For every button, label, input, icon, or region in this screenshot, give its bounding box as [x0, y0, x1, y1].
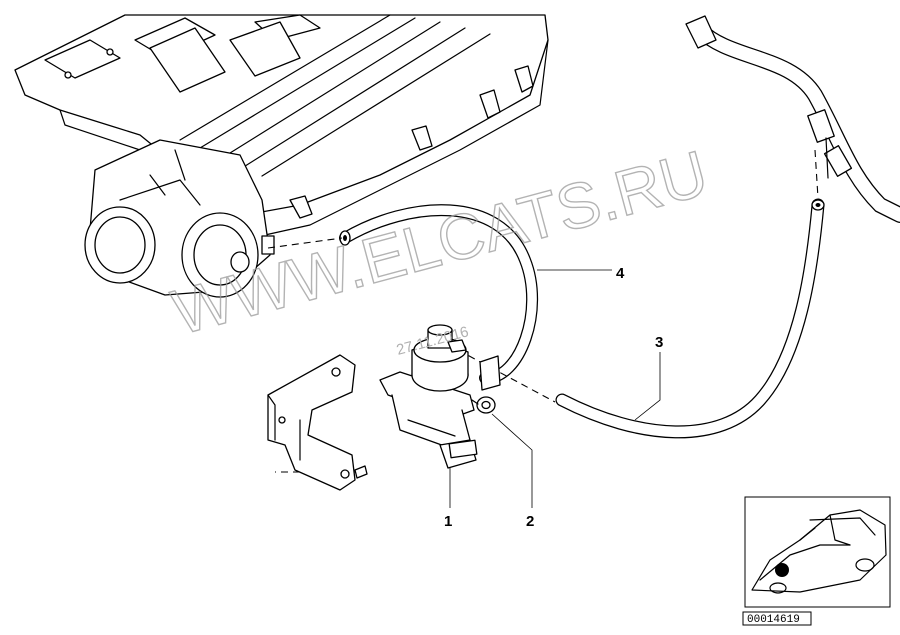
callout-number-4: 4 [616, 265, 625, 282]
callout-number-2: 2 [526, 513, 534, 530]
nut [471, 396, 496, 414]
pressure-converter [379, 324, 501, 469]
brake-booster-line [685, 15, 900, 223]
callout-leaders [449, 269, 661, 508]
throttle-body [84, 139, 275, 298]
mounting-bracket [267, 354, 368, 491]
callout-number-1: 1 [444, 513, 452, 530]
intake-manifold [14, 14, 549, 236]
car-outline-icon [751, 509, 887, 594]
vacuum-hose-3 [555, 198, 825, 439]
callout-number-3: 3 [655, 334, 663, 351]
location-marker-icon [775, 563, 789, 577]
locator-inset [744, 496, 891, 608]
diagram-number: 00014619 [747, 614, 800, 626]
vacuum-hose-4 [339, 204, 539, 384]
